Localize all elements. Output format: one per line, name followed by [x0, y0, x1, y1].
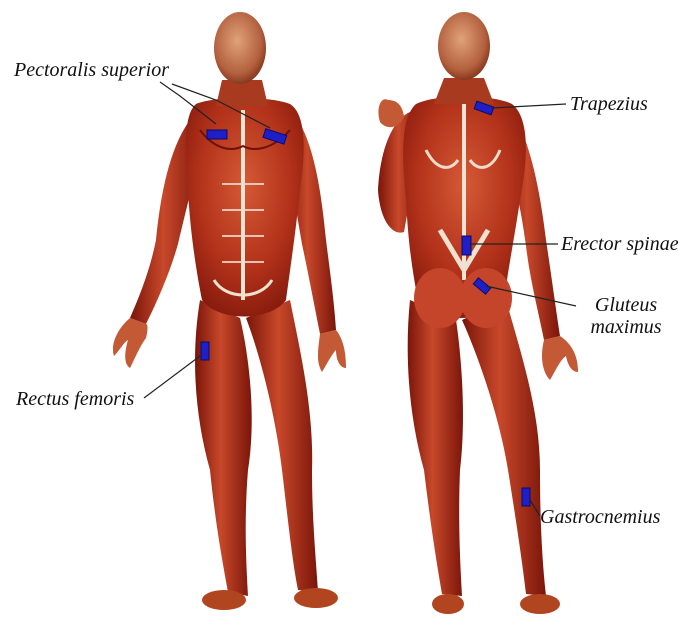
back-right-hand	[542, 336, 578, 380]
back-right-leg	[462, 300, 546, 596]
front-right-hand	[318, 330, 346, 372]
front-left-foot	[202, 590, 246, 610]
back-left-leg	[408, 300, 463, 596]
front-left-hand	[113, 318, 148, 368]
front-right-foot	[294, 588, 338, 608]
back-right-foot	[520, 594, 560, 614]
label-erector-spinae: Erector spinae	[561, 233, 679, 255]
emg-electrode-icon	[522, 488, 530, 506]
label-gluteus-maximus: Gluteus maximus	[586, 294, 666, 338]
back-neck	[434, 78, 494, 104]
label-pectoralis-superior: Pectoralis superior	[14, 59, 169, 81]
leader-rectus	[144, 356, 200, 398]
label-trapezius: Trapezius	[570, 93, 648, 115]
emg-electrode-icon	[201, 342, 209, 360]
label-gastrocnemius: Gastrocnemius	[540, 506, 660, 528]
back-head	[438, 12, 490, 80]
emg-electrode-icon	[207, 130, 227, 139]
back-left-foot	[432, 594, 464, 614]
back-gluteus	[414, 268, 466, 328]
front-head	[214, 12, 266, 84]
emg-electrode-icon	[462, 236, 471, 255]
front-neck	[216, 80, 268, 106]
front-right-leg	[246, 300, 318, 592]
label-rectus-femoris: Rectus femoris	[16, 388, 134, 410]
front-view-body	[113, 12, 346, 610]
